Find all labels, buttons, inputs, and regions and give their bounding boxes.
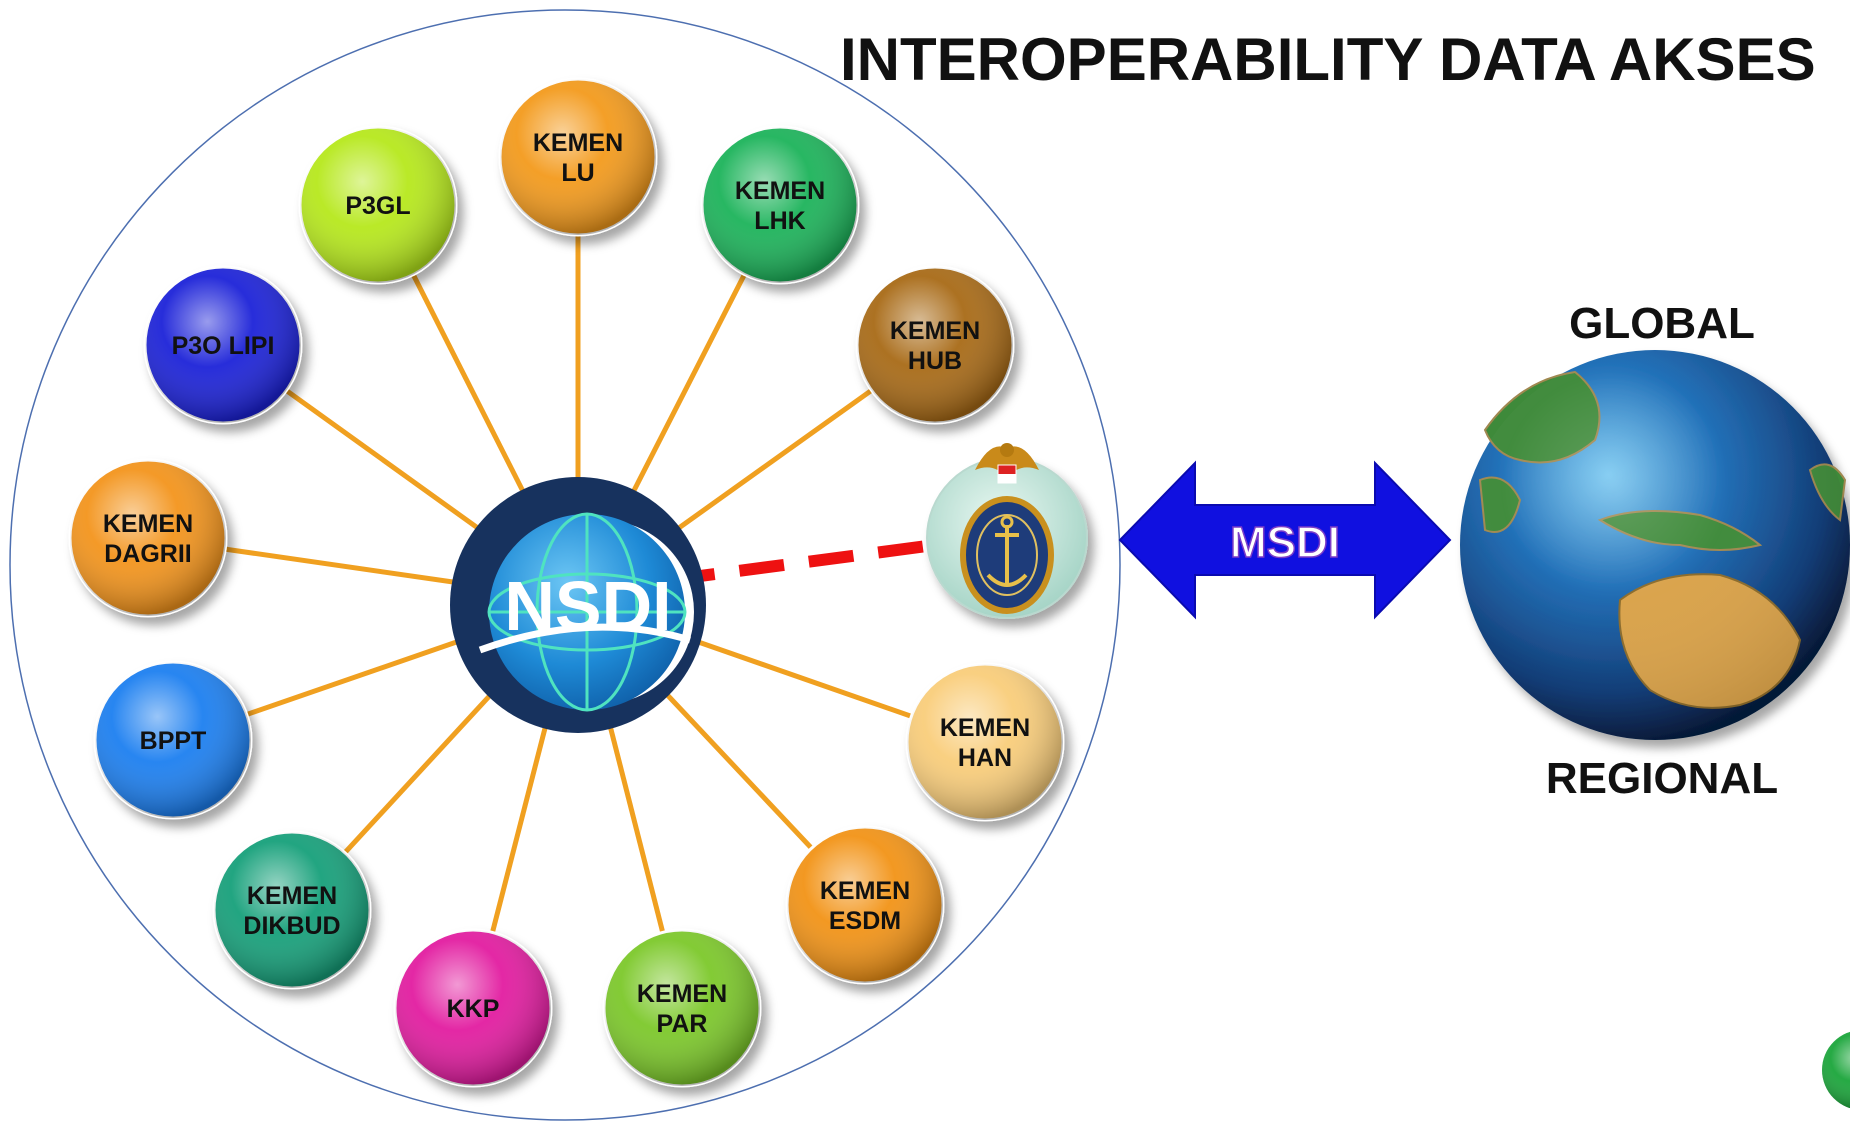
node-bppt[interactable]: BPPT xyxy=(93,660,253,820)
double-arrow-icon xyxy=(1118,460,1452,620)
msdi-label: MSDI xyxy=(1230,518,1340,567)
dashed-link-to-emblem xyxy=(669,539,936,586)
hub-globe-grid xyxy=(487,512,687,712)
node-label: HAN xyxy=(958,744,1012,772)
node-label: KEMEN xyxy=(890,317,980,345)
node-gloss xyxy=(702,127,858,283)
node-gloss xyxy=(95,662,251,818)
node-label: LHK xyxy=(754,207,805,235)
node-label: ESDM xyxy=(829,907,901,935)
hub-white-swoosh xyxy=(478,623,692,654)
node-label: LU xyxy=(561,159,594,187)
garuda-emblem-icon xyxy=(975,443,1039,484)
node-gloss xyxy=(214,832,370,988)
node-label: BPPT xyxy=(140,727,207,755)
node-gloss xyxy=(604,930,760,1086)
msdi-double-arrow[interactable]: MSDI xyxy=(1118,460,1452,620)
diagram-title: INTEROPERABILITY DATA AKSES xyxy=(840,26,1816,93)
node-label: KEMEN xyxy=(820,877,910,905)
node-gloss xyxy=(300,127,456,283)
agency-nodes: KEMENLUKEMENLHKKEMENHUBKEMENHANKEMENESDM… xyxy=(68,77,1065,1088)
node-label: KEMEN xyxy=(637,980,727,1008)
node-label: PAR xyxy=(657,1010,708,1038)
corner-logo-icon xyxy=(1822,1031,1850,1109)
node-label: P3GL xyxy=(345,192,410,220)
node-p3o-lipi[interactable]: P3O LIPI xyxy=(143,265,303,425)
node-label: KEMEN xyxy=(533,129,623,157)
node-label: DAGRII xyxy=(104,540,192,568)
node-gloss xyxy=(70,460,226,616)
node-label: KEMEN xyxy=(940,714,1030,742)
hub-label: NSDI xyxy=(504,567,671,645)
node-label: P3O LIPI xyxy=(172,332,275,360)
node-kkp[interactable]: KKP xyxy=(393,928,553,1088)
node-gloss xyxy=(907,664,1063,820)
scope-label-global: GLOBAL xyxy=(1569,299,1755,348)
node-gloss xyxy=(395,930,551,1086)
ecosystem-boundary-circle xyxy=(9,9,1121,1121)
node-label: KEMEN xyxy=(735,177,825,205)
nsdi-hub[interactable]: NSDI xyxy=(450,477,706,733)
node-gloss xyxy=(145,267,301,423)
node-label: HUB xyxy=(908,347,962,375)
anchor-icon xyxy=(986,525,1028,587)
earth-globe xyxy=(1460,350,1850,740)
node-label: DIKBUD xyxy=(243,912,340,940)
node-gloss xyxy=(787,827,943,983)
hydro-oceanographic-emblem xyxy=(926,443,1088,619)
node-label: KEMEN xyxy=(103,510,193,538)
node-label: KKP xyxy=(447,995,500,1023)
scope-label-regional: REGIONAL xyxy=(1546,754,1778,803)
node-gloss xyxy=(857,267,1013,423)
node-label: KEMEN xyxy=(247,882,337,910)
node-p3gl[interactable]: P3GL xyxy=(298,125,458,285)
node-gloss xyxy=(500,79,656,235)
